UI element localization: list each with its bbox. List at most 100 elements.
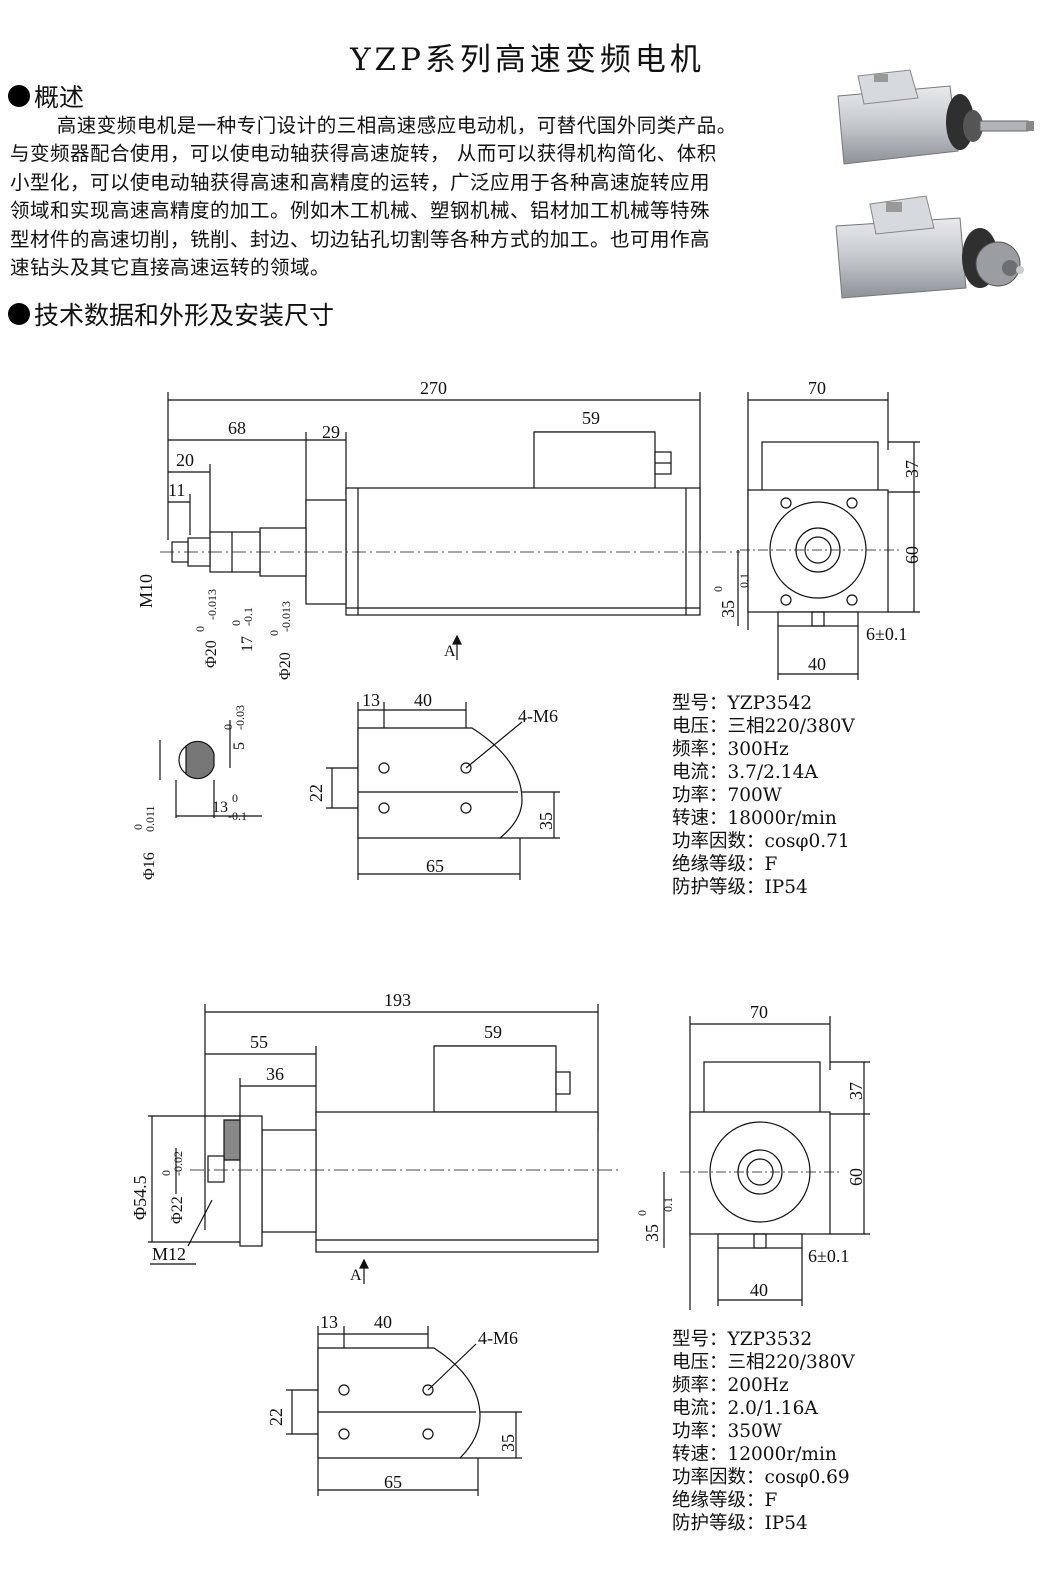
dim-11: 11 xyxy=(168,480,185,500)
spec-frequency: 频率：200Hz xyxy=(672,1375,789,1396)
dim-phi20a: Φ20 xyxy=(203,640,220,668)
dim-phi20a-up: 0 xyxy=(193,626,207,632)
spec-power: 功率：700W xyxy=(672,785,782,806)
dim-phi20b-tol: -0.013 xyxy=(279,601,293,632)
bullet-icon xyxy=(8,85,30,107)
shaft-dim-5-tol: -0.03 xyxy=(233,705,247,730)
overview-heading-text: 概述 xyxy=(34,83,85,112)
overview-heading: 概述 xyxy=(8,78,84,114)
shaft-dim-13-tol: -0.1 xyxy=(228,809,247,823)
dim-17-up: 0 xyxy=(229,620,243,626)
end-dim-60: 60 xyxy=(902,546,922,564)
mount-dim-65: 65 xyxy=(426,856,444,876)
spec-speed: 转速：12000r/min xyxy=(672,1444,837,1465)
shaft-phi16-up: 0 xyxy=(131,824,145,830)
spec-power-factor: 功率因数：cosφ0.71 xyxy=(672,831,850,852)
dim-68: 68 xyxy=(228,418,246,438)
end-dim-70: 70 xyxy=(750,1002,768,1022)
dim-phi22-tol: -0.02 xyxy=(171,1151,185,1176)
mount-dim-22: 22 xyxy=(266,1408,286,1426)
spec-model: 型号：YZP3542 xyxy=(672,693,813,714)
bullet-icon xyxy=(8,303,30,325)
spec-list-yzp3532: 型号：YZP3532 电压：三相220/380V 频率：200Hz 电流：2.0… xyxy=(672,1328,855,1535)
end-dim-key: 6±0.1 xyxy=(866,624,907,644)
dim-29: 29 xyxy=(322,422,340,442)
spec-power: 功率：350W xyxy=(672,1421,782,1442)
end-dim-35-tol: 0.1 xyxy=(737,573,751,588)
dim-17: 17 xyxy=(239,636,256,652)
end-dim-35-up: 0 xyxy=(635,1210,649,1216)
mount-holes: 4-M6 xyxy=(478,1328,518,1348)
dim-m10: M10 xyxy=(136,574,156,608)
dim-phi20a-tol: -0.013 xyxy=(205,589,219,620)
mount-dim-13: 13 xyxy=(320,1312,338,1332)
dim-phi20b: Φ20 xyxy=(277,652,294,680)
tech-heading-text: 技术数据和外形及安装尺寸 xyxy=(34,301,335,330)
intro-paragraph: 高速变频电机是一种专门设计的三相高速感应电动机，可替代国外同类产品。 与变频器配… xyxy=(10,112,800,282)
spec-speed: 转速：18000r/min xyxy=(672,808,837,829)
shaft-dim-13-up: 0 xyxy=(232,791,238,805)
spec-voltage: 电压：三相220/380V xyxy=(672,1352,855,1373)
mount-dim-35: 35 xyxy=(498,1434,518,1452)
end-dim-40: 40 xyxy=(808,654,826,674)
drawing-yzp3542: 270 68 29 59 20 11 M10 Φ20 -0.013 0 17 -… xyxy=(131,378,922,880)
spec-protection: 防护等级：IP54 xyxy=(672,1513,808,1534)
dim-phi20b-up: 0 xyxy=(267,630,281,636)
spec-voltage: 电压：三相220/380V xyxy=(672,716,855,737)
end-dim-37: 37 xyxy=(902,460,922,478)
intro-line: 小型化，可以使电动轴获得高速和高精度的运转，广泛应用于各种高速旋转应用 xyxy=(10,170,711,194)
spec-model: 型号：YZP3532 xyxy=(672,1329,813,1350)
dim-55: 55 xyxy=(250,1032,268,1052)
view-a-label: A xyxy=(444,643,456,660)
dim-m12: M12 xyxy=(152,1244,186,1264)
drawing-yzp3532: 193 55 36 59 Φ54.5 Φ22 -0.02 0 M12 A 70 … xyxy=(130,990,870,1496)
dim-phi54-5: Φ54.5 xyxy=(130,1175,150,1220)
mount-dim-40: 40 xyxy=(374,1312,392,1332)
dim-total: 193 xyxy=(384,990,411,1010)
shaft-dim-13: 13 xyxy=(212,799,228,816)
page-title: YZP系列高速变频电机 xyxy=(350,42,705,78)
shaft-phi16: Φ16 xyxy=(141,852,158,880)
dim-total: 270 xyxy=(420,378,447,398)
mount-dim-65: 65 xyxy=(384,1472,402,1492)
intro-line: 型材件的高速切削，铣削、封边、切边钻孔切割等各种方式的加工。也可用作高 xyxy=(10,227,711,251)
intro-line: 领域和实现高速高精度的加工。例如木工机械、塑钢机械、铝材加工机械等特殊 xyxy=(10,199,711,223)
intro-line: 与变频器配合使用，可以使电动轴获得高速旋转， 从而可以获得机构简化、体积 xyxy=(10,142,717,166)
end-dim-key: 6±0.1 xyxy=(808,1246,849,1266)
spec-list-yzp3542: 型号：YZP3542 电压：三相220/380V 频率：300Hz 电流：3.7… xyxy=(672,692,855,899)
dim-36: 36 xyxy=(266,1064,284,1084)
dim-59: 59 xyxy=(484,1022,502,1042)
spec-frequency: 频率：300Hz xyxy=(672,739,789,760)
mount-dim-40: 40 xyxy=(414,690,432,710)
dim-59: 59 xyxy=(582,408,600,428)
end-dim-35-tol: 0.1 xyxy=(661,1197,675,1212)
motor-photo-2 xyxy=(835,195,1024,299)
shaft-dim-5-up: 0 xyxy=(221,724,235,730)
shaft-phi16-tol: 0.011 xyxy=(143,805,157,832)
dim-phi22-up: 0 xyxy=(159,1170,173,1176)
end-dim-70: 70 xyxy=(808,378,826,398)
dim-phi22: Φ22 xyxy=(169,1196,186,1224)
spec-current: 电流：2.0/1.16A xyxy=(672,1398,818,1419)
shaft-dim-5: 5 xyxy=(231,742,248,750)
mount-holes: 4-M6 xyxy=(518,706,558,726)
dim-20: 20 xyxy=(176,450,194,470)
tech-heading: 技术数据和外形及安装尺寸 xyxy=(8,296,334,332)
mount-dim-13: 13 xyxy=(362,690,380,710)
view-a-label: A xyxy=(350,1267,362,1284)
spec-power-factor: 功率因数：cosφ0.69 xyxy=(672,1467,850,1488)
intro-line: 速钻头及其它直接高速运转的领域。 xyxy=(10,256,331,280)
spec-insulation: 绝缘等级：F xyxy=(672,1490,778,1511)
mount-dim-35: 35 xyxy=(536,812,556,830)
spec-insulation: 绝缘等级：F xyxy=(672,854,778,875)
mount-dim-22: 22 xyxy=(306,784,326,802)
end-dim-35: 35 xyxy=(718,600,738,618)
end-dim-37: 37 xyxy=(846,1082,866,1100)
spec-protection: 防护等级：IP54 xyxy=(672,877,808,898)
dim-17-tol: -0.1 xyxy=(241,607,255,626)
spec-current: 电流：3.7/2.14A xyxy=(672,762,818,783)
end-dim-40: 40 xyxy=(750,1280,768,1300)
end-dim-35-up: 0 xyxy=(711,586,725,592)
end-dim-60: 60 xyxy=(846,1168,866,1186)
end-dim-35: 35 xyxy=(642,1224,662,1242)
